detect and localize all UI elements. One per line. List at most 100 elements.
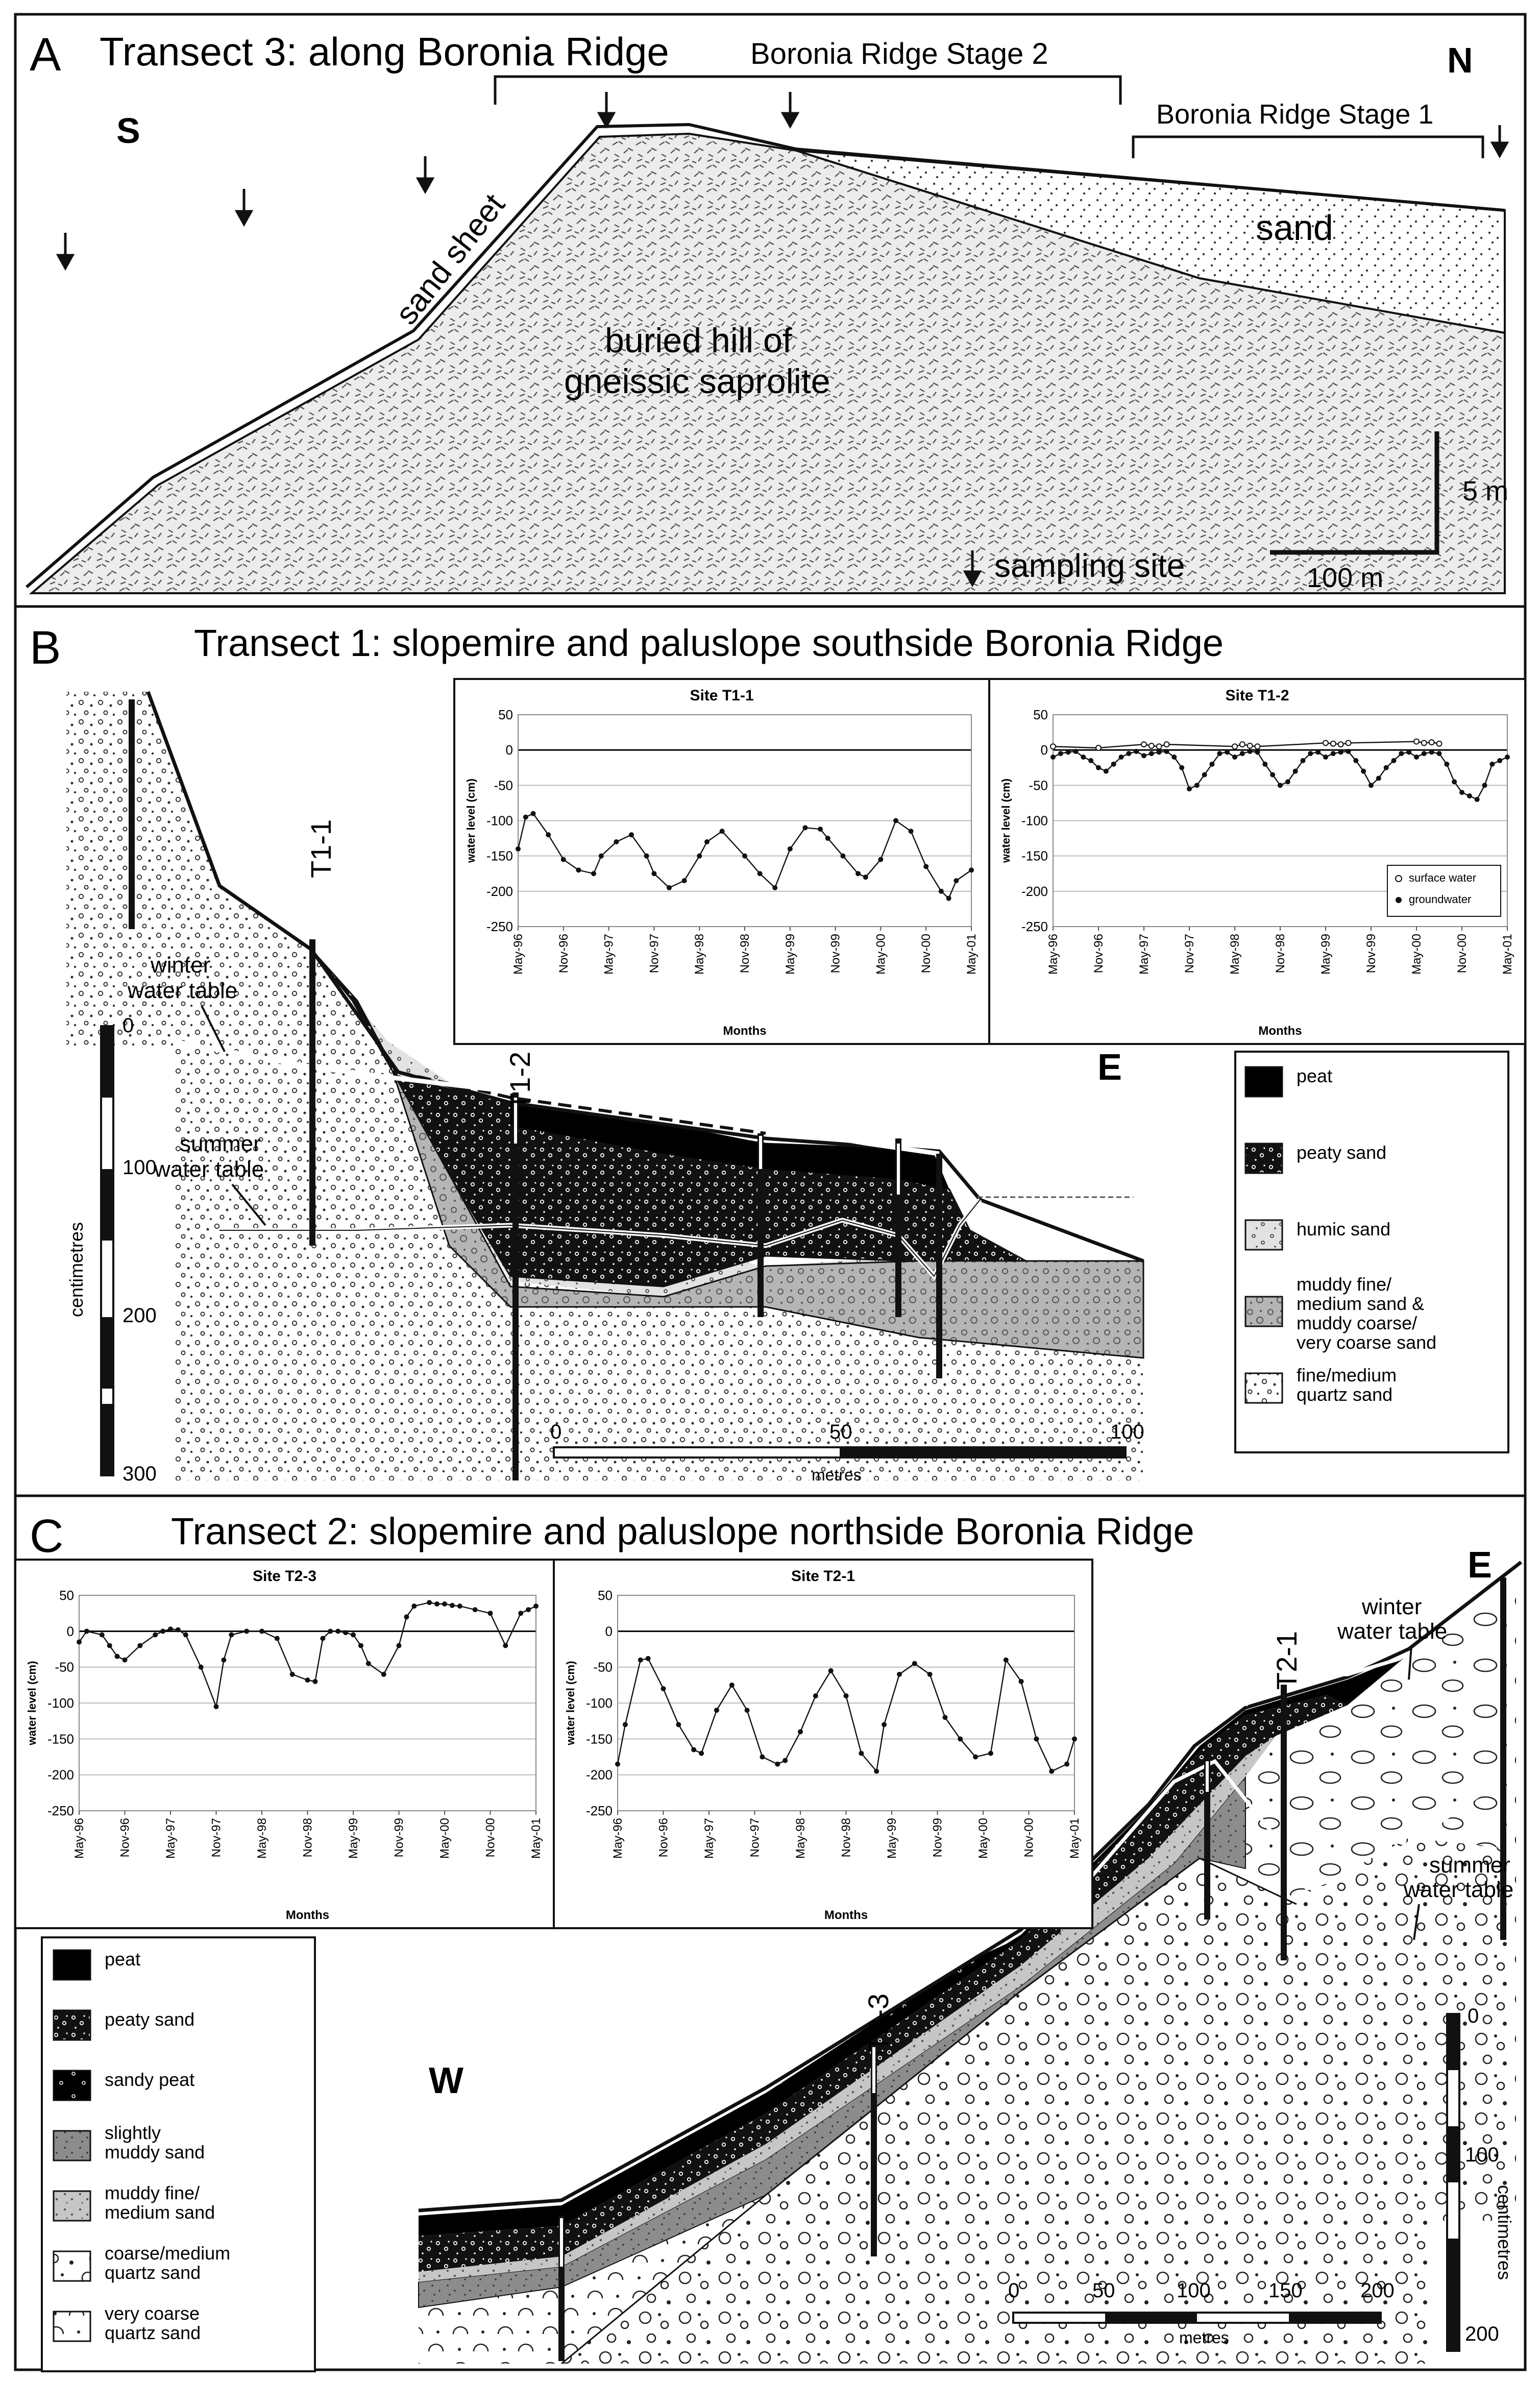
dist-tick-c: 200 [1360, 2279, 1395, 2302]
data-point [923, 864, 928, 869]
legend-label: sandy peat [105, 2069, 194, 2090]
y-axis-label: water level (cm) [999, 779, 1012, 863]
data-point [1240, 751, 1245, 756]
data-point [473, 1607, 478, 1612]
data-point [244, 1629, 249, 1634]
x-tick-label: Nov-99 [829, 934, 843, 973]
x-tick-label: Nov-98 [301, 1818, 315, 1857]
legend-swatch [54, 2071, 90, 2100]
y-tick-label: -200 [586, 1767, 613, 1783]
x-tick-label: Nov-97 [1183, 934, 1196, 973]
data-point [818, 827, 823, 832]
data-point [1346, 740, 1351, 745]
data-point [614, 839, 619, 844]
data-point [1429, 749, 1434, 755]
y-tick-label: -50 [55, 1660, 74, 1675]
data-point [939, 889, 944, 894]
data-point [1058, 751, 1063, 756]
data-point [358, 1643, 363, 1648]
panel-b-title: Transect 1: slopemire and paluslope sout… [194, 622, 1224, 664]
data-point [813, 1693, 818, 1698]
chart-t1-2-box [989, 679, 1525, 1044]
legend-swatch [54, 2312, 90, 2341]
data-point [1081, 755, 1086, 760]
y-tick-label: 0 [506, 742, 513, 758]
data-point [1444, 762, 1449, 767]
data-point [1323, 755, 1328, 760]
depth-tick-c: 0 [1468, 2005, 1479, 2027]
data-point [697, 854, 702, 859]
data-point [1475, 797, 1480, 802]
x-tick-label: May-01 [1068, 1818, 1082, 1859]
legend-label: quartz sand [105, 2262, 201, 2283]
legend-label: very coarse sand [1297, 1332, 1436, 1353]
panel-b: B Transect 1: slopemire and paluslope so… [30, 622, 1525, 1485]
data-point [1096, 765, 1101, 770]
data-point [290, 1672, 295, 1677]
x-tick-label: Nov-96 [118, 1818, 132, 1857]
data-point [1157, 749, 1162, 755]
sand-label: sand [1256, 208, 1333, 248]
data-point [691, 1747, 696, 1752]
data-point [1119, 755, 1124, 760]
data-point [863, 874, 868, 880]
site-t1-1-label: T1-1 [305, 819, 337, 878]
data-point [1019, 1679, 1024, 1684]
y-tick-label: 50 [598, 1588, 613, 1603]
x-tick-label: May-98 [794, 1818, 808, 1859]
summer-label-1: summer [180, 1131, 261, 1156]
data-point [1391, 758, 1397, 763]
data-point [1255, 744, 1260, 749]
data-point [531, 811, 536, 816]
data-point [1240, 742, 1245, 747]
chart-title: Site T2-3 [253, 1568, 316, 1585]
data-point [1034, 1736, 1039, 1741]
data-point [1482, 783, 1487, 788]
data-point [137, 1643, 142, 1648]
legend-swatch [54, 2131, 90, 2160]
sampling-arrow [783, 92, 797, 126]
panel-c-title: Transect 2: slopemire and paluslope nort… [171, 1510, 1194, 1552]
depth-tick-b: 200 [123, 1304, 157, 1327]
data-point [788, 846, 793, 852]
chart-legend-label: surface water [1409, 871, 1476, 884]
chart-title: Site T1-1 [690, 687, 753, 704]
x-tick-label: May-01 [965, 934, 979, 975]
data-point [123, 1658, 128, 1663]
data-point [1126, 751, 1131, 756]
data-point [927, 1672, 933, 1677]
data-point [320, 1636, 325, 1641]
x-tick-label: May-96 [1046, 934, 1060, 975]
south-label: S [116, 111, 140, 151]
chart-title: Site T2-1 [791, 1568, 855, 1585]
dist-tick-c: 50 [1092, 2279, 1115, 2302]
data-point [351, 1632, 356, 1637]
legend-label: quartz sand [105, 2322, 201, 2343]
data-point [1285, 779, 1290, 784]
chart-t2-3-box [15, 1560, 554, 1928]
dist-tick-c: 0 [1008, 2279, 1019, 2302]
hill-label-line1: buried hill of [605, 321, 792, 360]
data-point [828, 1668, 834, 1673]
data-point [699, 1751, 704, 1756]
data-point [840, 854, 845, 859]
x-tick-label: Nov-99 [931, 1818, 945, 1857]
data-point [1202, 772, 1207, 778]
data-point [518, 1611, 523, 1616]
y-tick-label: -100 [47, 1695, 74, 1711]
dist-tick-b: 0 [550, 1421, 561, 1443]
data-point [427, 1600, 432, 1605]
y-axis-label: water level (cm) [465, 779, 477, 863]
data-point [1376, 776, 1381, 781]
data-point [912, 1661, 917, 1666]
data-point [1066, 749, 1071, 755]
y-tick-label: -50 [1029, 778, 1048, 793]
data-point [1353, 758, 1358, 763]
data-point [526, 1607, 531, 1612]
x-tick-label: May-01 [529, 1818, 543, 1859]
data-point [199, 1665, 204, 1670]
data-point [259, 1629, 264, 1634]
data-point [1179, 765, 1184, 770]
data-point [1255, 749, 1260, 755]
data-point [1050, 755, 1056, 760]
